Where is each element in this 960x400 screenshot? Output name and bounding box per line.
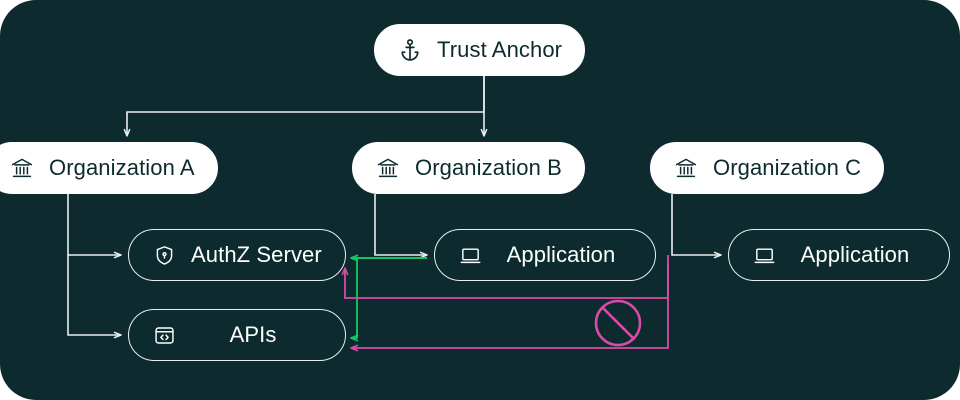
edge-appc-apis-blocked [350, 265, 669, 352]
node-label: APIs [229, 322, 277, 347]
node-trust-anchor[interactable]: Trust Anchor [374, 24, 586, 76]
bank-icon [375, 155, 401, 181]
node-application-b[interactable]: Application [434, 229, 656, 281]
node-label: Organization B [415, 155, 562, 180]
laptop-icon [457, 242, 483, 268]
node-organization-b[interactable]: Organization B [352, 142, 585, 194]
node-label: Organization C [713, 155, 862, 180]
bank-icon [9, 155, 35, 181]
node-label: Application [506, 242, 616, 267]
node-label: Organization A [49, 155, 195, 180]
node-organization-c[interactable]: Organization C [650, 142, 885, 194]
edge-orgb-appb [374, 194, 428, 259]
bank-icon [673, 155, 699, 181]
node-apis[interactable]: APIs [128, 309, 346, 361]
node-organization-a[interactable]: Organization A [0, 142, 218, 194]
node-label: Application [800, 242, 910, 267]
node-label: AuthZ Server [191, 242, 322, 267]
edge-trustanchor-orga [123, 76, 485, 137]
node-authz-server[interactable]: AuthZ Server [128, 229, 346, 281]
shield-lock-icon [151, 242, 177, 268]
anchor-icon [397, 37, 423, 63]
prohibited-icon [594, 299, 642, 347]
laptop-icon [751, 242, 777, 268]
edge-orga-authz [67, 194, 122, 259]
code-window-icon [151, 322, 177, 348]
edge-orgc-appc [671, 194, 722, 259]
edge-orga-apis [67, 255, 122, 339]
node-label: Trust Anchor [437, 37, 563, 62]
node-application-c[interactable]: Application [728, 229, 950, 281]
